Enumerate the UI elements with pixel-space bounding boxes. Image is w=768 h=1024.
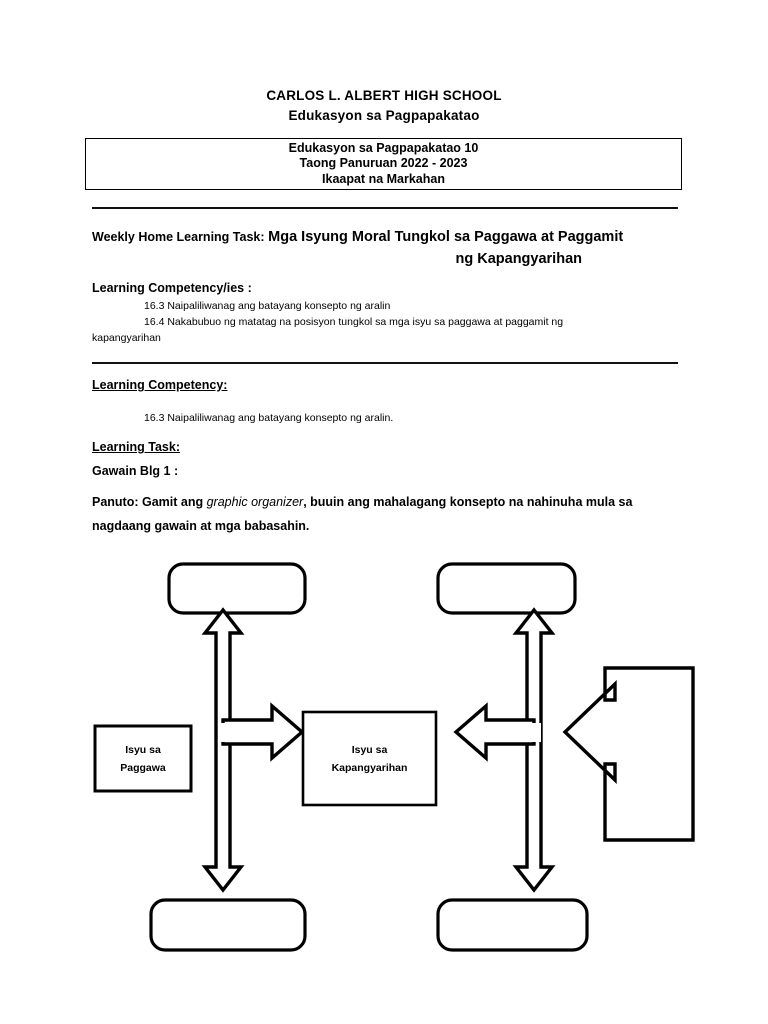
panuto-part-2: , buuin ang mahalagang konsepto na nahin…: [92, 495, 633, 533]
panuto-label: Panuto:: [92, 495, 139, 509]
blank-box-right-arrow[interactable]: [562, 666, 695, 842]
right-arrow-left-group: [221, 702, 305, 762]
gawain-label: Gawain Blg 1 :: [92, 464, 179, 478]
horizontal-rule-top: [92, 207, 678, 209]
left-arrow-right-group: [453, 702, 536, 762]
learning-competency-heading: Learning Competency:: [92, 378, 228, 392]
panuto-part-1: Gamit ang: [138, 495, 207, 509]
blank-box-bottom-right[interactable]: [436, 898, 589, 952]
graphic-organizer: Isyu sa Paggawa Isyu sa Kapangyarihan: [0, 540, 768, 970]
title-block: Weekly Home Learning Task: Mga Isyung Mo…: [92, 226, 678, 270]
label-isyu-sa-kapangyarihan: Isyu sa Kapangyarihan: [303, 712, 436, 805]
horizontal-rule-middle: [92, 362, 678, 364]
info-quarter: Ikaapat na Markahan: [322, 171, 445, 186]
junction-mask-right: [529, 723, 541, 742]
label-isyu-sa-kapangyarihan-line-2: Kapangyarihan: [331, 761, 408, 774]
blank-box-top-right[interactable]: [436, 562, 577, 615]
info-subject-grade: Edukasyon sa Pagpapakatao 10: [288, 140, 479, 155]
box-isyu-sa-paggawa-rect: [93, 724, 193, 793]
subject-name: Edukasyon sa Pagpapakatao: [288, 108, 480, 123]
label-isyu-sa-paggawa: Isyu sa Paggawa: [95, 726, 191, 791]
info-table: Edukasyon sa Pagpapakatao 10 Taong Panur…: [85, 138, 682, 190]
learning-competency-item: 16.3 Naipaliliwanag ang batayang konsept…: [144, 412, 394, 424]
task-title-lead: Weekly Home Learning Task:: [92, 230, 265, 244]
competencies-heading: Learning Competency/ies :: [92, 281, 252, 295]
tee-arrow-right-group: [453, 607, 556, 893]
label-isyu-sa-paggawa-line-2: Paggawa: [120, 761, 166, 774]
competencies-list: 16.3 Naipaliliwanag ang batayang konsept…: [92, 298, 678, 346]
school-header: CARLOS L. ALBERT HIGH SCHOOL Edukasyon s…: [85, 86, 683, 126]
vertical-double-arrow-right: [512, 607, 556, 893]
tee-arrow-left-group: [201, 607, 305, 893]
task-title-main: Mga Isyung Moral Tungkol sa Paggawa at P…: [268, 229, 624, 245]
learning-task-heading: Learning Task:: [92, 440, 180, 454]
label-isyu-sa-paggawa-line-1: Isyu sa: [125, 743, 161, 756]
info-school-year: Taong Panuruan 2022 - 2023: [299, 156, 468, 171]
panuto-instructions: Panuto: Gamit ang graphic organizer, buu…: [92, 490, 647, 538]
competency-item: 16.3 Naipaliliwanag ang batayang konsept…: [144, 300, 391, 312]
school-name: CARLOS L. ALBERT HIGH SCHOOL: [266, 88, 502, 103]
blank-box-top-left[interactable]: [167, 562, 307, 615]
junction-mask-left: [218, 723, 230, 742]
competency-item: 16.4 Nakabubuo ng matatag na posisyon tu…: [144, 316, 564, 328]
label-isyu-sa-kapangyarihan-line-1: Isyu sa: [351, 743, 388, 756]
vertical-double-arrow-left: [201, 607, 245, 893]
box-isyu-sa-kapangyarihan-rect: [301, 710, 438, 807]
task-title-line-1: Weekly Home Learning Task: Mga Isyung Mo…: [92, 226, 678, 248]
competency-item: kapangyarihan: [92, 332, 161, 344]
panuto-italic-term: graphic organizer: [206, 495, 304, 509]
task-title-line-2: ng Kapangyarihan: [455, 251, 583, 267]
blank-box-bottom-left[interactable]: [149, 898, 307, 952]
